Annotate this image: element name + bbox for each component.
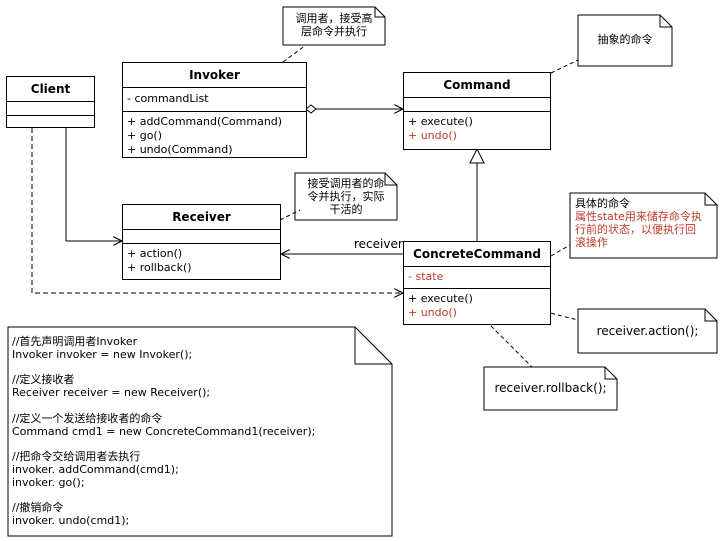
receiver-class-name: Receiver bbox=[123, 205, 280, 230]
concrete-note-title: 具体的命令 bbox=[575, 197, 630, 210]
invoker-attributes: - commandList bbox=[123, 88, 306, 112]
command-note: 抽象的命令 bbox=[578, 33, 672, 46]
receiver-method-action: + action() bbox=[127, 247, 183, 260]
command-attributes bbox=[404, 98, 550, 112]
code-line-8: Command cmd1 = new ConcreteCommand1(rece… bbox=[12, 424, 316, 438]
action-note-shape bbox=[577, 308, 718, 354]
code-line-5: Receiver receiver = new Receiver(); bbox=[12, 386, 211, 400]
invoker-command-aggregation bbox=[305, 104, 403, 114]
concrete-command-attributes: - state bbox=[404, 267, 550, 289]
code-line-2: Invoker invoker = new Invoker(); bbox=[12, 347, 193, 361]
client-receiver-association bbox=[65, 128, 122, 241]
concrete-command-generalization bbox=[469, 147, 485, 241]
code-line-11: invoker. addCommand(cmd1); bbox=[12, 462, 179, 476]
receiver-note-line-3: 干活的 bbox=[329, 203, 363, 216]
action-note: receiver.action(); bbox=[596, 324, 699, 338]
concrete-command-class[interactable]: ConcreteCommand - state + execute() + un… bbox=[403, 241, 551, 325]
rollback-note: receiver.rollback(); bbox=[494, 381, 607, 395]
code-note-shape bbox=[7, 326, 393, 537]
code-line-6 bbox=[12, 400, 372, 413]
concrete-method-undo: + undo() bbox=[408, 306, 457, 319]
concrete-note-line-3: 滚操作 bbox=[575, 236, 608, 249]
invoker-method-addcommand: + addCommand(Command) bbox=[127, 115, 283, 128]
receiver-note: 接受调用者的命 令并执行，实际 干活的 bbox=[295, 177, 397, 216]
receiver-role-label: receiver bbox=[354, 237, 403, 251]
code-line-13 bbox=[12, 490, 372, 503]
code-line-10: //把命令交给调用者去执行 bbox=[12, 450, 141, 464]
command-class[interactable]: Command + execute() + undo() bbox=[403, 72, 551, 150]
concrete-command-methods: + execute() + undo() bbox=[404, 289, 550, 322]
invoker-attr-commandlist: - commandList bbox=[127, 92, 209, 105]
concrete-note-shape bbox=[569, 192, 718, 259]
client-class[interactable]: Client bbox=[6, 76, 95, 128]
receiver-attributes bbox=[123, 230, 280, 244]
receiver-class[interactable]: Receiver + action() + rollback() bbox=[122, 204, 281, 280]
receiver-methods: + action() + rollback() bbox=[123, 244, 280, 277]
receiver-method-rollback: + rollback() bbox=[127, 261, 192, 274]
command-method-undo: + undo() bbox=[408, 129, 457, 142]
invoker-methods: + addCommand(Command) + go() + undo(Comm… bbox=[123, 112, 306, 159]
client-class-name: Client bbox=[7, 77, 94, 102]
command-note-shape bbox=[577, 14, 673, 67]
code-line-15: invoker. undo(cmd1); bbox=[12, 514, 130, 528]
concrete-note-line-1: 属性state用来储存命令执 bbox=[575, 210, 702, 223]
code-line-4: //定义接收者 bbox=[12, 373, 75, 387]
rollback-note-shape bbox=[483, 366, 618, 411]
invoker-method-go: + go() bbox=[127, 129, 163, 142]
invoker-note-line-2: 层命令并执行 bbox=[301, 25, 367, 38]
code-line-7: //定义一个发送给接收者的命令 bbox=[12, 411, 163, 425]
concrete-note-line-2: 行前的状态，以便执行回 bbox=[575, 223, 696, 236]
receiver-note-line-1: 接受调用者的命 bbox=[307, 177, 385, 190]
invoker-note-line-1: 调用者，接受高 bbox=[295, 12, 373, 25]
concrete-note: 具体的命令 属性state用来储存命令执 行前的状态，以便执行回 滚操作 bbox=[575, 197, 715, 249]
concrete-method-execute: + execute() bbox=[408, 292, 473, 305]
client-attributes bbox=[7, 102, 94, 116]
invoker-note-shape bbox=[282, 6, 386, 46]
invoker-method-undo: + undo(Command) bbox=[127, 143, 233, 156]
command-class-name: Command bbox=[404, 73, 550, 98]
command-note-line-1: 抽象的命令 bbox=[597, 33, 653, 46]
command-method-execute: + execute() bbox=[408, 115, 473, 128]
invoker-class[interactable]: Invoker - commandList + addCommand(Comma… bbox=[122, 62, 307, 158]
client-concrete-dependency bbox=[31, 128, 403, 293]
code-note: //首先声明调用者Invoker Invoker invoker = new I… bbox=[12, 335, 372, 528]
code-line-1: //首先声明调用者Invoker bbox=[12, 335, 138, 348]
invoker-note: 调用者，接受高 层命令并执行 bbox=[283, 12, 385, 38]
invoker-class-name: Invoker bbox=[123, 63, 306, 88]
command-methods: + execute() + undo() bbox=[404, 112, 550, 145]
concrete-command-class-name: ConcreteCommand bbox=[404, 242, 550, 267]
code-line-12: invoker. go(); bbox=[12, 475, 85, 489]
concrete-attr-state: - state bbox=[408, 270, 444, 283]
client-methods bbox=[7, 116, 94, 128]
code-line-14: //撤销命令 bbox=[12, 501, 64, 515]
receiver-note-line-2: 令并执行，实际 bbox=[307, 190, 385, 203]
